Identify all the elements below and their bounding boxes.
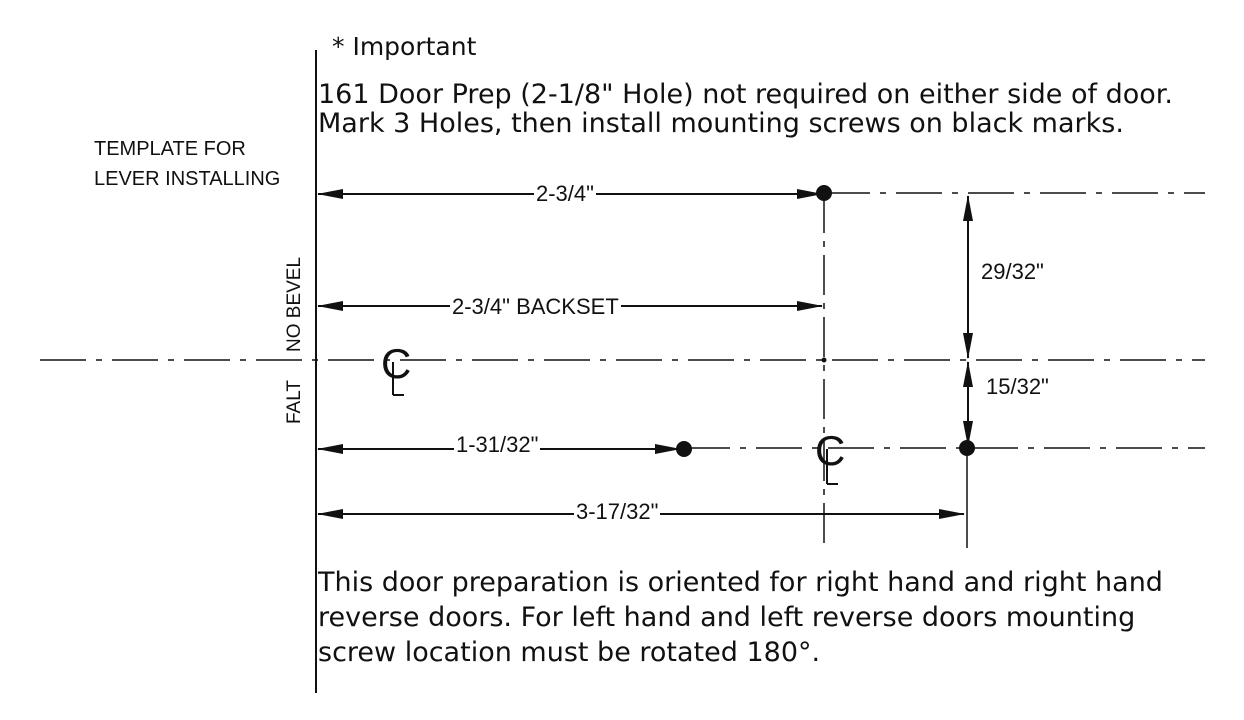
falt-label: FALT	[284, 380, 305, 424]
orientation-note-line-2: reverse doors. For left hand and left re…	[318, 602, 1136, 633]
template-title-line-2: LEVER INSTALLING	[94, 168, 281, 190]
orientation-note: This door preparation is oriented for ri…	[318, 565, 1163, 670]
centerline-intersection-dot	[821, 357, 827, 363]
dim-label-top-hole: 2-3/4"	[534, 181, 596, 207]
svg-text:C: C	[381, 340, 411, 387]
svg-text:C: C	[815, 427, 845, 474]
prep-notice-line-1: 161 Door Prep (2-1/8" Hole) not required…	[318, 79, 1173, 110]
dim-label-vertical-upper: 29/32"	[979, 259, 1046, 285]
template-title-line-1: TEMPLATE FOR	[94, 138, 246, 160]
orientation-note-line-1: This door preparation is oriented for ri…	[318, 567, 1163, 598]
dim-label-low-left-hole: 1-31/32"	[454, 432, 541, 458]
prep-notice-line-2: Mark 3 Holes, then install mounting scre…	[318, 108, 1124, 139]
important-heading: * Important	[332, 32, 477, 61]
screw-mark-low-right	[959, 440, 975, 456]
dim-label-low-right-hole: 3-17/32"	[574, 499, 661, 525]
centerline-symbol-left: C	[381, 340, 411, 396]
template-title: TEMPLATE FOR LEVER INSTALLING	[94, 134, 280, 194]
prep-notice: 161 Door Prep (2-1/8" Hole) not required…	[318, 80, 1173, 138]
screw-mark-top	[816, 185, 832, 201]
orientation-note-line-3: screw location must be rotated 180°.	[318, 637, 821, 668]
centerline-symbol-right: C	[815, 427, 845, 485]
dim-label-backset: 2-3/4" BACKSET	[450, 294, 621, 320]
no-bevel-label: NO BEVEL	[284, 257, 305, 352]
screw-mark-low-left	[676, 441, 692, 457]
dim-label-vertical-lower: 15/32"	[984, 374, 1051, 400]
